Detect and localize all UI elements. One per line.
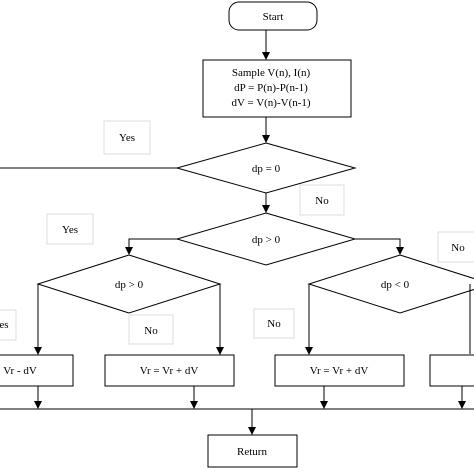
yes-label-box-far-left — [0, 309, 17, 341]
no-label-center: No — [315, 195, 329, 207]
process-far-right — [429, 354, 474, 387]
return-label: Return — [237, 446, 267, 458]
no-label-right: No — [451, 242, 465, 254]
no-label-box-right-inner — [253, 308, 295, 339]
no-label-box-center — [299, 184, 345, 216]
sample-process-box — [202, 59, 352, 118]
no-label-box-left-inner — [128, 314, 174, 345]
connector-dp-pos-yes — [125, 238, 177, 255]
yes-label-box-left — [46, 213, 94, 245]
decision-dp-neg-right — [307, 254, 474, 314]
no-label-box-right — [437, 231, 474, 263]
process-far-left-label: Vr - dV — [3, 365, 37, 377]
sample-line-3: dV = V(n)-V(n-1) — [231, 97, 310, 109]
process-right-label: Vr = Vr + dV — [310, 365, 369, 377]
return-node — [207, 434, 298, 468]
decision-dp-pos-center — [175, 212, 357, 266]
no-label-left-inner: No — [144, 325, 158, 337]
sample-line-1: Sample V(n), I(n) — [232, 67, 311, 79]
yes-label-far-left: es — [0, 319, 9, 331]
process-right — [274, 354, 405, 387]
process-left-label: Vr = Vr + dV — [140, 365, 199, 377]
no-label-right-inner: No — [267, 318, 281, 330]
start-label: Start — [263, 11, 284, 23]
decision-dp-zero-label: dp = 0 — [252, 163, 281, 175]
connector-dp-pos-no — [355, 238, 404, 255]
decision-dp-pos-left-label: dp > 0 — [115, 279, 144, 291]
decision-dp-pos-left — [36, 254, 222, 314]
yes-label-box-top — [103, 120, 151, 155]
decision-dp-pos-center-label: dp > 0 — [252, 234, 281, 246]
sample-line-2: dP = P(n)-P(n-1) — [234, 82, 308, 94]
decision-dp-neg-right-label: dp < 0 — [381, 279, 410, 291]
yes-label-top: Yes — [119, 132, 135, 144]
start-node — [228, 1, 318, 31]
yes-label-left: Yes — [62, 224, 78, 236]
process-far-left — [0, 354, 74, 387]
process-left — [104, 354, 235, 387]
